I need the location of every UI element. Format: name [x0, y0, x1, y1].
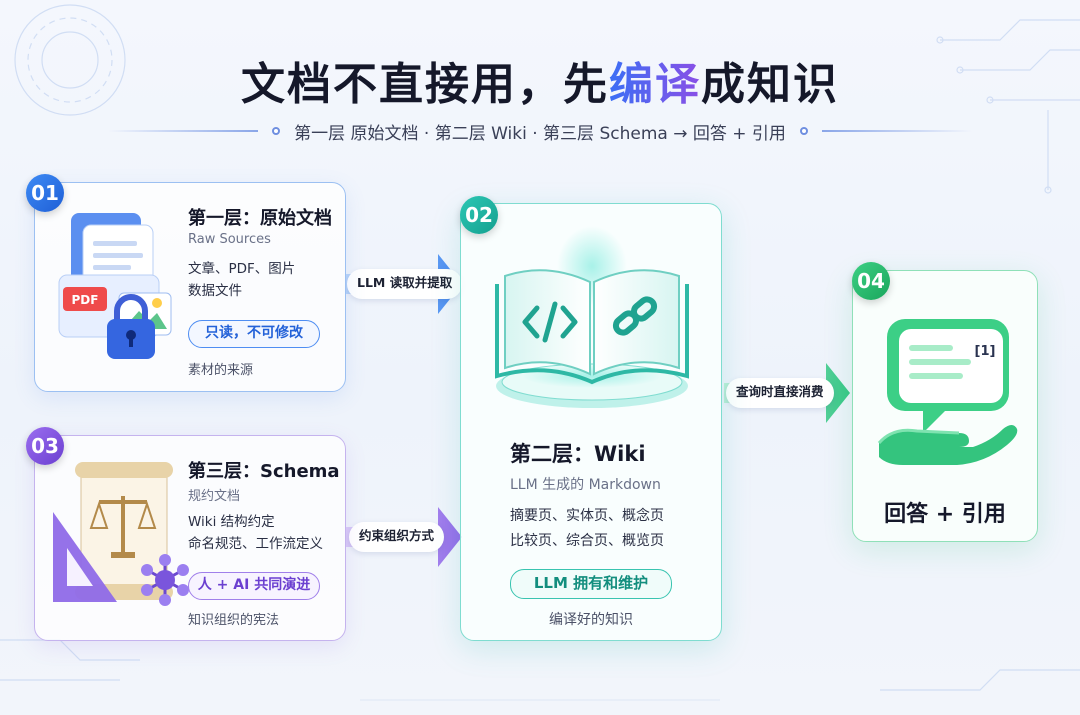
subtitle-row: 第一层 原始文档 · 第二层 Wiki · 第三层 Schema → 回答 + … — [0, 118, 1080, 144]
card-schema-heading: 第三层：Schema — [188, 461, 340, 482]
card-raw-desc-1: 文章、PDF、图片 — [188, 261, 296, 277]
subtitle-dot-right — [799, 127, 808, 135]
arrow-label-constrain: 约束组织方式 — [349, 522, 445, 552]
card-schema-desc-1: Wiki 结构约定 — [188, 514, 275, 530]
pill-readonly: 只读，不可修改 — [188, 320, 320, 348]
pdf-label: PDF — [72, 293, 99, 307]
card-wiki-note: 编译好的知识 — [549, 612, 633, 628]
card-raw-english: Raw Sources — [188, 232, 271, 247]
card-schema — [34, 435, 346, 641]
card-raw-desc-2: 数据文件 — [188, 283, 242, 299]
arrow-label-consume: 查询时直接消费 — [726, 378, 834, 408]
card-raw-note: 素材的来源 — [188, 363, 254, 378]
scroll-scale-icon — [53, 462, 189, 606]
card-schema-note: 知识组织的宪法 — [188, 613, 280, 628]
subtitle-line-left — [108, 130, 259, 132]
card-wiki-desc-1: 摘要页、实体页、概念页 — [510, 508, 664, 524]
page-title: 文档不直接用，先编译成知识 — [241, 59, 839, 110]
card-wiki-english: LLM 生成的 Markdown — [510, 477, 661, 493]
card-schema-desc-2: 命名规范、工作流定义 — [188, 536, 323, 552]
card-wiki — [460, 203, 722, 641]
badge-02: 02 — [460, 196, 498, 234]
card-answer-heading: 回答 + 引用 — [884, 502, 1006, 527]
subtitle-line-right — [821, 130, 972, 132]
card-schema-english: 规约文档 — [188, 489, 241, 504]
card-wiki-heading: 第二层：Wiki — [510, 442, 646, 466]
card-raw-heading: 第一层：原始文档 — [188, 208, 332, 229]
card-answer: [1] — [852, 270, 1038, 542]
card-wiki-desc-2: 比较页、综合页、概览页 — [510, 533, 664, 549]
citation-marker: [1] — [975, 344, 996, 359]
speech-bubble-hand-icon: [1] — [877, 319, 1018, 465]
pill-llm-owns: LLM 拥有和维护 — [510, 569, 672, 599]
arrow-label-extract: LLM 读取并提取 — [347, 269, 463, 299]
subtitle: 第一层 原始文档 · 第二层 Wiki · 第三层 Schema → 回答 + … — [294, 123, 786, 144]
open-book-code-link-icon — [495, 226, 689, 408]
badge-03: 03 — [26, 427, 64, 465]
pill-co-evolve: 人 + AI 共同演进 — [188, 572, 320, 600]
subtitle-dot-left — [272, 127, 281, 135]
badge-04: 04 — [852, 262, 890, 300]
documents-lock-icon: PDF — [58, 213, 172, 359]
badge-01: 01 — [26, 174, 64, 212]
card-raw-sources: PDF — [34, 182, 346, 392]
